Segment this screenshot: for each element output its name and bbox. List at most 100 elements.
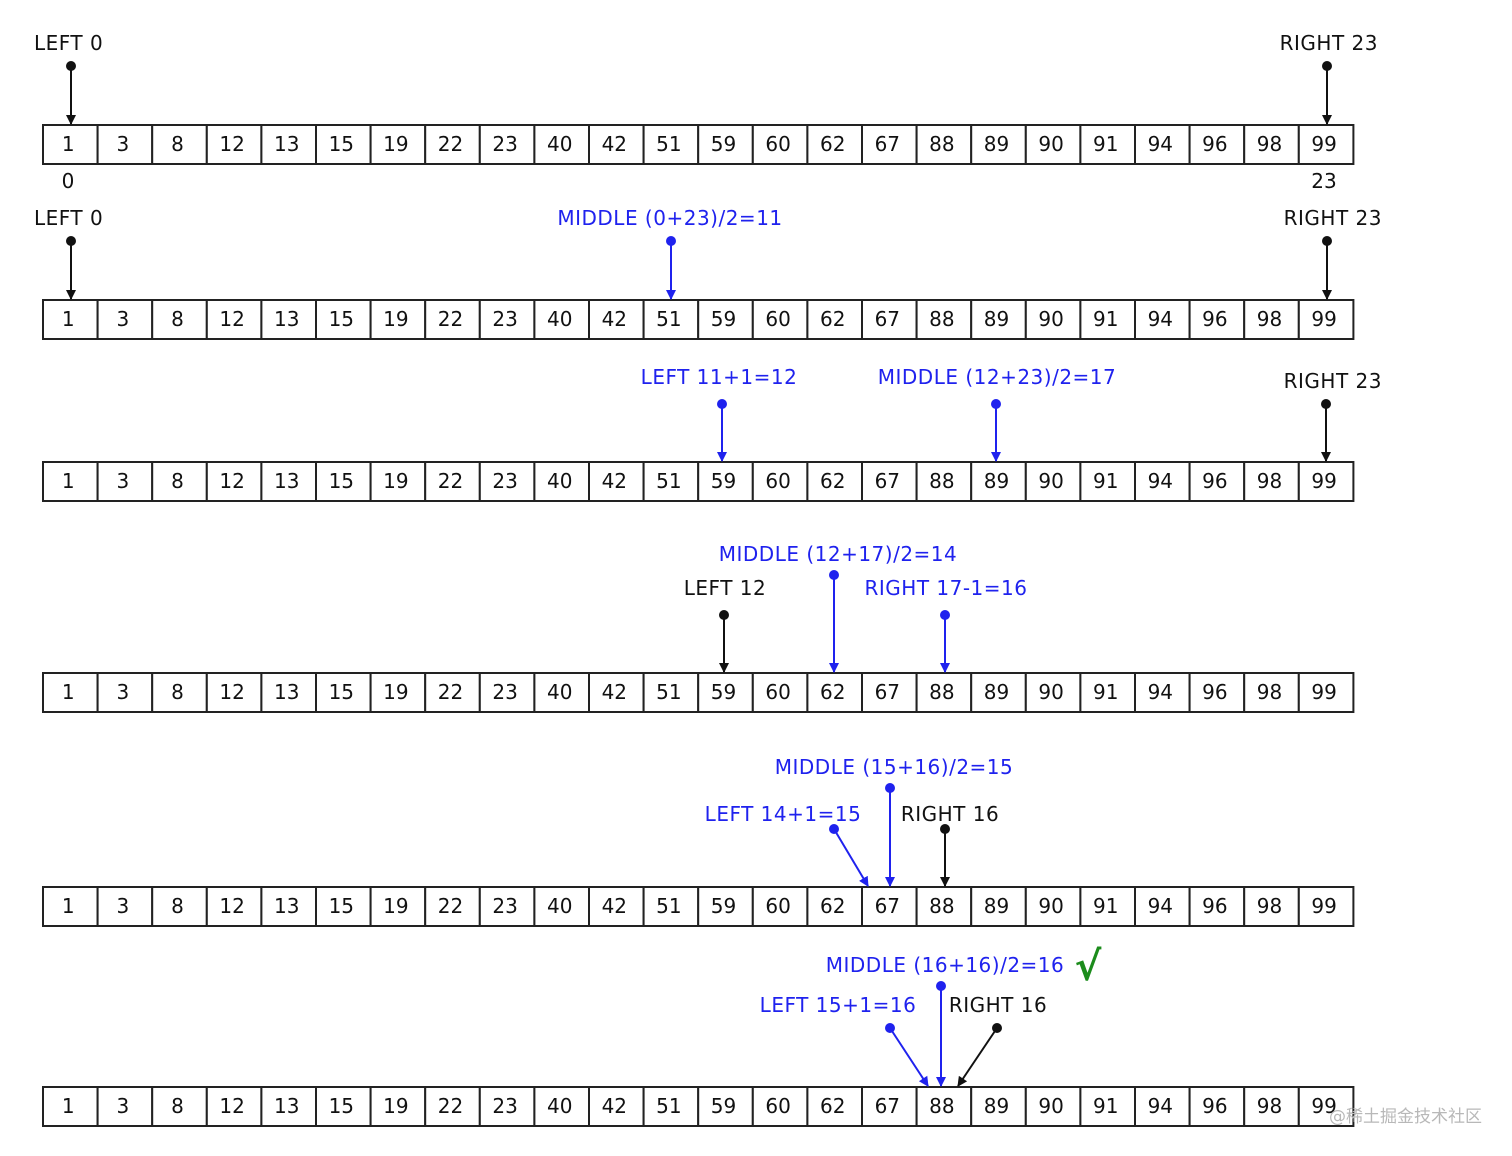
cell-value: 98 <box>1257 680 1282 704</box>
cell-box <box>478 672 536 713</box>
cell-box <box>588 299 645 340</box>
cell-value: 99 <box>1311 1094 1336 1118</box>
pointer-label: LEFT 0 <box>34 206 103 230</box>
cell-box <box>1134 124 1191 165</box>
cell-box <box>151 886 208 927</box>
array-cell: 51 <box>642 461 700 502</box>
pointer-right: RIGHT 23 <box>1280 31 1378 125</box>
cell-box <box>1024 461 1082 502</box>
cell-box <box>1297 461 1355 502</box>
array-cell: 42 <box>588 886 645 927</box>
cell-value: 88 <box>929 307 954 331</box>
array-cell: 15 <box>315 886 372 927</box>
array-cell: 98 <box>1243 886 1300 927</box>
cell-value: 91 <box>1093 680 1118 704</box>
cell-box <box>1134 672 1191 713</box>
cell-box <box>96 672 154 713</box>
cell-value: 96 <box>1202 894 1227 918</box>
cell-value: 60 <box>765 307 790 331</box>
array-cell: 3 <box>96 672 154 713</box>
cell-box <box>151 1086 208 1127</box>
array-cell: 19 <box>369 124 427 165</box>
cell-value: 3 <box>117 894 130 918</box>
cell-value: 51 <box>656 132 681 156</box>
array-cell: 60 <box>751 886 809 927</box>
array-cell: 59 <box>697 299 754 340</box>
pointer-label: MIDDLE (12+23)/2=17 <box>878 365 1117 389</box>
cell-value: 19 <box>383 680 408 704</box>
pointer-middle: MIDDLE (12+17)/2=14 <box>719 542 957 673</box>
array-cell: 99 <box>1297 299 1355 340</box>
cell-value: 12 <box>219 132 244 156</box>
array-cell: 1 <box>42 886 99 927</box>
cell-box <box>533 124 591 165</box>
array-cell: 1 <box>42 124 99 165</box>
array-cell: 42 <box>588 672 645 713</box>
array-cell: 3 <box>96 124 154 165</box>
cell-value: 94 <box>1148 132 1173 156</box>
pointer-left: LEFT 0 <box>34 206 103 300</box>
cell-value: 19 <box>383 132 408 156</box>
cell-value: 12 <box>219 307 244 331</box>
cell-value: 91 <box>1093 132 1118 156</box>
cell-value: 42 <box>602 680 627 704</box>
array-cell: 96 <box>1188 886 1246 927</box>
cell-box <box>315 461 372 502</box>
cell-box <box>151 124 208 165</box>
array-cell: 62 <box>806 299 864 340</box>
array-cell: 22 <box>424 672 481 713</box>
cell-value: 67 <box>875 307 900 331</box>
cell-box <box>751 672 809 713</box>
cell-box <box>533 1086 591 1127</box>
cell-box <box>1297 672 1355 713</box>
cell-value: 94 <box>1148 894 1173 918</box>
array-cell: 99 <box>1297 886 1355 927</box>
cell-value: 99 <box>1311 469 1336 493</box>
cell-value: 51 <box>656 469 681 493</box>
array-cell: 42 <box>588 124 645 165</box>
cell-value: 99 <box>1311 894 1336 918</box>
cell-value: 96 <box>1202 307 1227 331</box>
array-cell: 98 <box>1243 461 1300 502</box>
pointer-middle: MIDDLE (15+16)/2=15 <box>775 755 1014 887</box>
cell-value: 19 <box>383 307 408 331</box>
cell-value: 8 <box>171 469 184 493</box>
cell-value: 60 <box>765 132 790 156</box>
watermark: @稀土掘金技术社区 <box>1329 1107 1482 1127</box>
cell-value: 98 <box>1257 307 1282 331</box>
array-cell: 22 <box>424 1086 481 1127</box>
cell-box <box>478 299 536 340</box>
cell-box <box>42 461 99 502</box>
cell-box <box>1297 124 1355 165</box>
pointer-label: MIDDLE (15+16)/2=15 <box>775 755 1014 779</box>
array-cell: 12 <box>205 1086 263 1127</box>
cell-value: 91 <box>1093 469 1118 493</box>
pointer-label: RIGHT 16 <box>901 802 999 826</box>
cell-value: 51 <box>656 1094 681 1118</box>
cell-value: 8 <box>171 894 184 918</box>
cell-value: 13 <box>274 469 299 493</box>
array-cell: 91 <box>1079 886 1137 927</box>
array-cell: 51 <box>642 299 700 340</box>
pointer-label: RIGHT 23 <box>1280 31 1378 55</box>
cell-value: 8 <box>171 680 184 704</box>
cell-value: 96 <box>1202 132 1227 156</box>
cell-box <box>151 461 208 502</box>
array-cell: 51 <box>642 1086 700 1127</box>
pointer-label: RIGHT 23 <box>1284 369 1382 393</box>
pointer-label: LEFT 15+1=16 <box>760 993 917 1017</box>
cell-box <box>1024 672 1082 713</box>
cell-value: 62 <box>820 132 845 156</box>
cell-box <box>588 672 645 713</box>
array-cell: 23 <box>478 886 536 927</box>
pointer-label: LEFT 14+1=15 <box>705 802 862 826</box>
array-cell: 67 <box>861 461 918 502</box>
array-cell: 90 <box>1024 461 1082 502</box>
cell-value: 62 <box>820 1094 845 1118</box>
array-cell: 94 <box>1134 886 1191 927</box>
cell-box <box>424 124 481 165</box>
cell-value: 62 <box>820 469 845 493</box>
cell-box <box>42 886 99 927</box>
